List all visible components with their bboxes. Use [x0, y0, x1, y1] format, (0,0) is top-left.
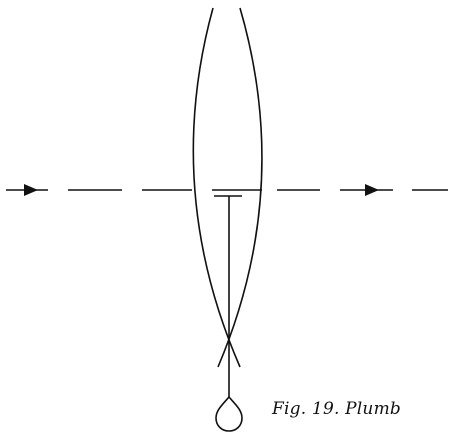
left-arrowhead-icon: [24, 184, 38, 196]
left-arc: [192, 7, 241, 368]
plumb-bob-icon: [215, 395, 243, 432]
right-arc: [217, 7, 263, 368]
right-arrowhead-icon: [365, 184, 379, 196]
figure-caption: Fig. 19. Plumb: [272, 399, 401, 419]
